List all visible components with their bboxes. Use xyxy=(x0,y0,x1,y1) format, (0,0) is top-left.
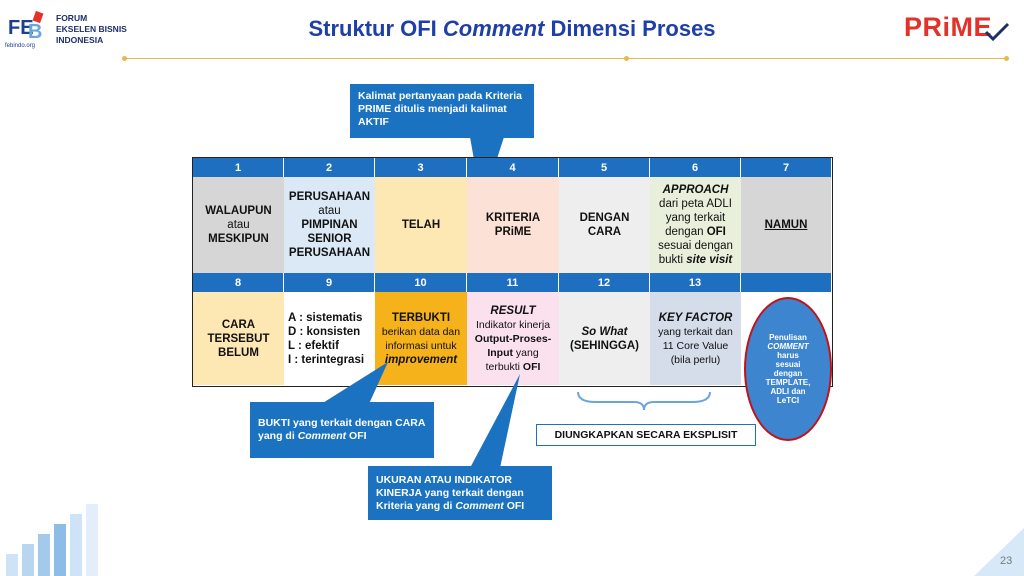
cell-telah: TELAH xyxy=(375,177,467,273)
svg-text:FE: FE xyxy=(8,17,34,39)
header-divider xyxy=(124,58,1006,59)
corner-decoration-icon xyxy=(974,528,1024,576)
divider-dot xyxy=(624,56,629,61)
divider-dot xyxy=(1004,56,1009,61)
callout-pointer xyxy=(318,362,388,406)
callout-bukti: BUKTI yang terkait dengan CARA yang di C… xyxy=(250,402,434,458)
column-number: 12 xyxy=(559,273,650,292)
column-number: 8 xyxy=(193,273,284,292)
cell-result: RESULT Indikator kinerja Output-Proses- … xyxy=(467,292,559,385)
column-number: 5 xyxy=(559,158,650,177)
prime-logo: PRiME xyxy=(904,12,993,42)
column-number: 9 xyxy=(284,273,375,292)
column-number: 13 xyxy=(650,273,741,292)
column-number-empty xyxy=(741,273,831,292)
logo-site: febindo.org xyxy=(5,43,36,49)
org-line: EKSELEN BISNIS xyxy=(56,24,127,34)
column-number: 1 xyxy=(193,158,284,177)
divider-dot xyxy=(122,56,127,61)
org-name: FORUM EKSELEN BISNIS INDONESIA xyxy=(56,13,127,46)
column-number: 11 xyxy=(467,273,559,292)
column-number: 10 xyxy=(375,273,467,292)
cell-key-factor: KEY FACTOR yang terkait dan 11 Core Valu… xyxy=(650,292,741,385)
bar-chart-decoration-icon xyxy=(6,504,98,576)
column-number: 6 xyxy=(650,158,741,177)
eksplisit-label: DIUNGKAPKAN SECARA EKSPLISIT xyxy=(536,424,756,446)
org-line: FORUM xyxy=(56,13,88,23)
callout-pointer xyxy=(470,374,520,468)
cell-terbukti: TERBUKTI berikan data dan informasi untu… xyxy=(375,292,467,385)
page-title: Struktur OFI Comment Dimensi Proses xyxy=(308,16,716,41)
curly-brace-icon xyxy=(577,391,711,411)
cell-so-what: So What(SEHINGGA) xyxy=(559,292,650,385)
svg-text:B: B xyxy=(28,21,42,43)
column-number: 4 xyxy=(467,158,559,177)
org-line: INDONESIA xyxy=(56,35,104,45)
cell-approach: APPROACH dari peta ADLI yang terkait den… xyxy=(650,177,741,273)
column-number: 7 xyxy=(741,158,831,177)
cell-namun: NAMUN xyxy=(741,177,831,273)
column-number: 3 xyxy=(375,158,467,177)
callout-kalimat-aktif: Kalimat pertanyaan pada Kriteria PRIME d… xyxy=(350,84,534,138)
checkmark-icon xyxy=(984,22,1010,42)
template-note-oval: Penulisan COMMENT harus sesuai dengan TE… xyxy=(744,297,832,441)
page-number: 23 xyxy=(1000,555,1013,567)
feb-logo-icon: FE B xyxy=(8,10,44,43)
column-number: 2 xyxy=(284,158,375,177)
cell-adli: A : sistematis D : konsisten L : efektif… xyxy=(284,292,375,385)
callout-ukuran-indikator: UKURAN ATAU INDIKATOR KINERJA yang terka… xyxy=(368,466,552,520)
